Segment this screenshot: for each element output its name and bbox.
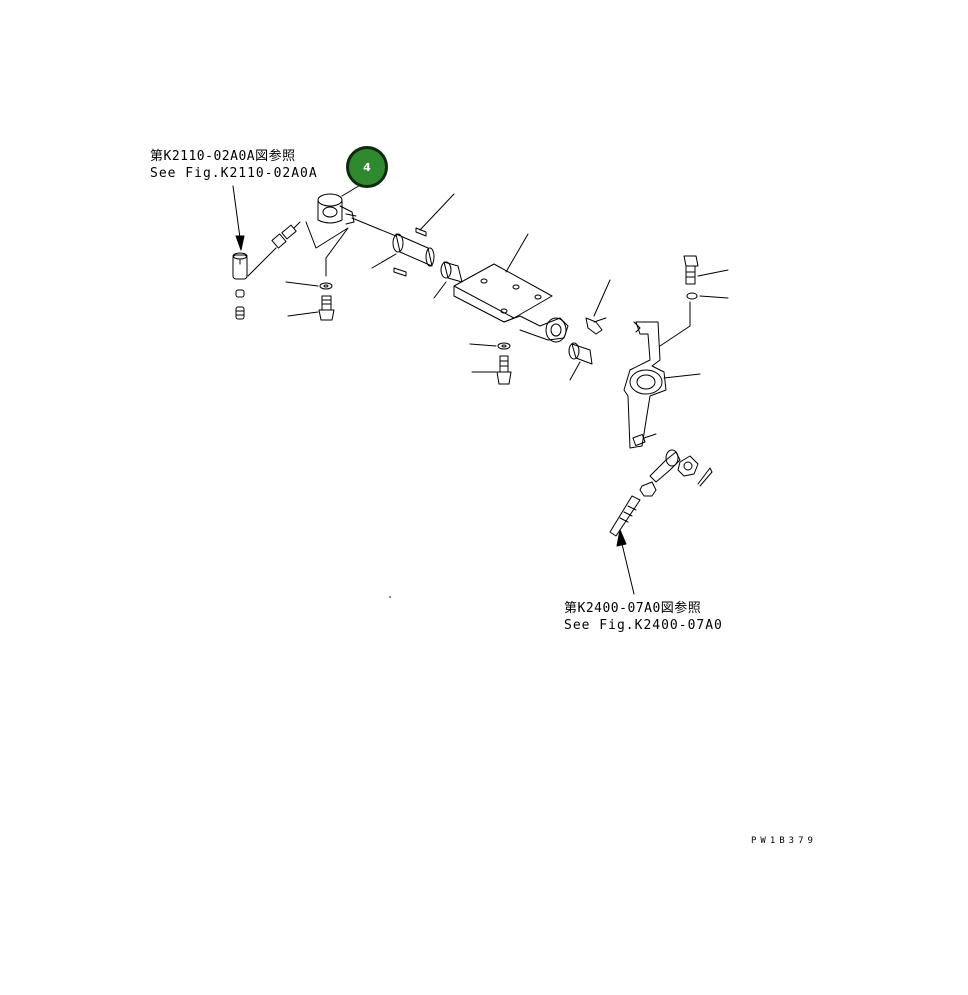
leader-shaft (371, 253, 397, 269)
reference-note-right: 第K2400-07A0図参照 See Fig.K2400-07A0 (564, 600, 723, 634)
reference-note-left-ja: 第K2110-02A0A図参照 (150, 149, 296, 164)
part-callout-4[interactable]: 4 (346, 146, 388, 188)
ref-arrow-left (232, 185, 245, 251)
leader-lever-top (659, 301, 691, 347)
sleeve-part (232, 252, 248, 280)
washer-top-right (686, 292, 698, 300)
leader-bracket (505, 233, 529, 273)
clip-part (585, 317, 607, 335)
washer-center (497, 342, 511, 350)
shaft-part (351, 217, 435, 267)
leader-bolt-left (287, 311, 319, 317)
leader-washer-top-right (699, 295, 729, 299)
leader-washer-left (285, 281, 319, 287)
reference-note-right-en: See Fig.K2400-07A0 (564, 618, 723, 633)
lever-arm (623, 321, 667, 449)
bushing-part (440, 261, 463, 283)
ref-arrow-right (616, 529, 635, 595)
small-stud-part (235, 306, 245, 320)
nut-right (677, 455, 699, 477)
bolt-left (318, 295, 335, 321)
leader-clip (593, 279, 611, 317)
threaded-rod (609, 495, 641, 537)
nut-left (639, 481, 657, 497)
leader-washer-center (469, 343, 497, 347)
washer-left (319, 282, 333, 290)
bushing-part-2 (568, 342, 593, 365)
bolt-top-right (683, 255, 699, 285)
small-ring-part (235, 289, 245, 298)
reference-note-left: 第K2110-02A0A図参照 See Fig.K2110-02A0A (150, 148, 318, 182)
leader-bolt-top-right (697, 269, 729, 277)
bracket-plate (453, 263, 569, 343)
leader-zigzag (305, 221, 349, 277)
leader-bushing (433, 281, 447, 299)
rod-end-part (649, 449, 681, 483)
leader-lever (663, 373, 701, 379)
clamp-part (317, 193, 357, 225)
drawing-id: PW1B379 (751, 836, 817, 846)
reference-note-left-en: See Fig.K2110-02A0A (150, 166, 318, 181)
key-part-bottom (393, 267, 407, 277)
leader-key-top (419, 193, 455, 231)
reference-note-right-ja: 第K2400-07A0図参照 (564, 601, 702, 616)
key-part-top (415, 227, 427, 237)
leader-bushing-2 (569, 361, 581, 381)
bolt-center (496, 355, 512, 385)
cotter-pin (697, 467, 713, 487)
grease-fitting (247, 221, 301, 277)
